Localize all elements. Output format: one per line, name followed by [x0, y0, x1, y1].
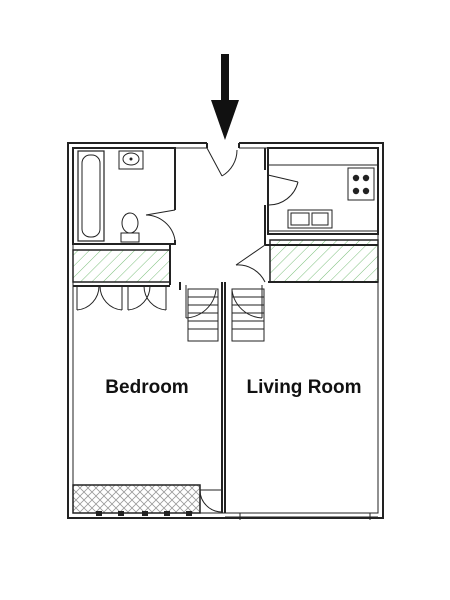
- toilet-icon: [120, 212, 140, 243]
- entrance-opening: [207, 140, 239, 151]
- storage-left: [72, 249, 171, 283]
- kitchen-sink-icon: [287, 209, 333, 229]
- kitchen-door: [267, 174, 299, 206]
- bathroom: [72, 147, 179, 245]
- partition-walls: [179, 281, 378, 513]
- bedroom-door: [185, 285, 217, 319]
- living-room-door: [231, 285, 263, 319]
- balcony-door: [199, 489, 223, 513]
- kitchen: [267, 147, 379, 235]
- bedroom-label: Bedroom: [105, 377, 188, 398]
- sink-icon: [118, 150, 144, 170]
- bathroom-door: [145, 209, 179, 241]
- stove-icon: [347, 167, 375, 201]
- steps: [187, 288, 265, 342]
- closet-door: [235, 244, 266, 283]
- hallway-walls: [174, 148, 266, 245]
- living-room-label: Living Room: [246, 377, 361, 398]
- living-window: [225, 512, 378, 520]
- storage-right: [269, 239, 379, 283]
- entry-door: [206, 147, 238, 177]
- entrance-arrow-icon: [211, 54, 239, 140]
- balcony: [72, 484, 223, 516]
- wardrobe-doors: [73, 285, 170, 311]
